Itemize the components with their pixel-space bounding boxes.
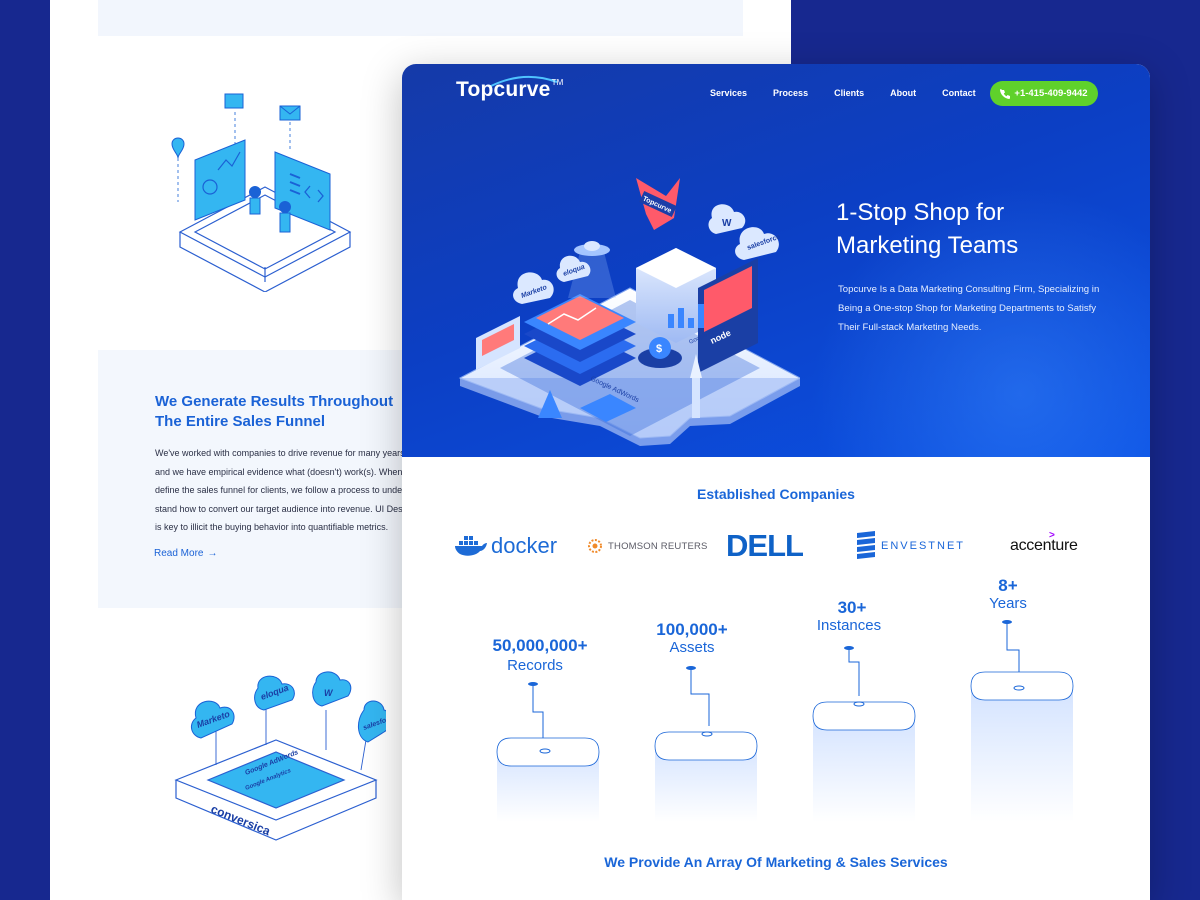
logo-trademark: TM [551, 78, 564, 87]
stat-records-value: 50,000,000+ [492, 636, 588, 655]
stat-assets-value: 100,000+ [656, 620, 728, 639]
logo-arc [490, 75, 558, 87]
hero-title-line1: 1-Stop Shop for [836, 199, 1005, 226]
stat-years-value: 8+ [998, 576, 1018, 595]
logo-text: Topcurve [456, 78, 551, 101]
stat-records-label: Records [507, 657, 563, 674]
nav-services[interactable]: Services [710, 88, 748, 98]
company-logos: docker THOMSON REUTERS DELL ENVESTNET ac… [402, 526, 1150, 566]
location-pin-icon [171, 137, 185, 159]
nav-process[interactable]: Process [773, 88, 809, 98]
hero-title: 1-Stop Shop for Marketing Teams [836, 196, 1096, 262]
stat-instances-value: 30+ [837, 598, 867, 617]
integrations-illustration: Marketo eloqua W salesforce Google AdWor… [174, 671, 386, 841]
accenture-text: accenture [1010, 537, 1078, 554]
dollar-coin-label: $ [656, 343, 662, 355]
topcurve-website: TopcurveTM Services Process Clients Abou… [402, 64, 1150, 900]
hero-title-line2: Marketing Teams [836, 232, 1019, 259]
nav-contact[interactable]: Contact [942, 88, 976, 98]
nav-about[interactable]: About [890, 88, 917, 98]
docker-whale-icon [455, 536, 487, 556]
stat-assets-label: Assets [669, 639, 715, 656]
hero-description: Topcurve Is a Data Marketing Consulting … [838, 284, 1100, 333]
stat-instances-label: Instances [816, 617, 882, 634]
hero-section: TopcurveTM Services Process Clients Abou… [402, 64, 1150, 457]
phone-number: +1-415-409-9442 [1014, 88, 1088, 99]
topcurve-logo[interactable]: TopcurveTM [456, 78, 564, 102]
read-more-label: Read More [154, 548, 204, 559]
thomson-reuters-logo: THOMSON REUTERS [588, 526, 708, 566]
docker-text: docker [491, 533, 558, 558]
services-title: We Provide An Array Of Marketing & Sales… [604, 854, 948, 870]
main-nav: Services Process Clients About Contact [710, 88, 976, 98]
docker-logo: docker [454, 526, 557, 566]
pillar-years [970, 620, 1074, 822]
pillar-instances [812, 646, 916, 822]
sales-funnel-body: We've worked with companies to drive rev… [155, 448, 411, 533]
dell-logo: DELL [726, 526, 804, 566]
dell-text: DELL [726, 528, 804, 563]
sales-funnel-heading: We Generate Results Throughout The Entir… [155, 393, 394, 430]
companies-title: Established Companies [697, 486, 855, 502]
wordpress-label: W [324, 688, 334, 698]
read-more-link[interactable]: Read More→ [154, 548, 217, 559]
arrow-right-icon: → [207, 548, 218, 559]
phone-icon [1000, 88, 1011, 99]
envestnet-logo: ENVESTNET [857, 526, 965, 566]
stats-section: 50,000,000+ Records 100,000+ Assets 30+ … [402, 574, 1150, 844]
phone-button[interactable]: +1-415-409-9442 [990, 81, 1098, 106]
envestnet-icon [857, 531, 875, 559]
accenture-mark: > [1049, 530, 1055, 541]
stat-years-label: Years [989, 595, 1027, 612]
envestnet-text: ENVESTNET [881, 540, 966, 552]
nav-clients[interactable]: Clients [834, 88, 865, 98]
thomson-reuters-text: THOMSON REUTERS [608, 540, 708, 552]
pillar-records [496, 682, 600, 822]
pillar-assets [654, 666, 758, 822]
reuters-icon [588, 539, 602, 553]
code-icon [304, 185, 324, 203]
background-top-strip [98, 0, 743, 36]
sales-funnel-card: We Generate Results Throughout The Entir… [98, 350, 428, 608]
hero-illustration: Topcurve node salesforce W Marketo eloqu… [458, 178, 800, 446]
accenture-logo: accenture > [1010, 526, 1078, 566]
analytics-illustration [171, 93, 352, 292]
wordpress-cloud-label: W [722, 218, 732, 229]
